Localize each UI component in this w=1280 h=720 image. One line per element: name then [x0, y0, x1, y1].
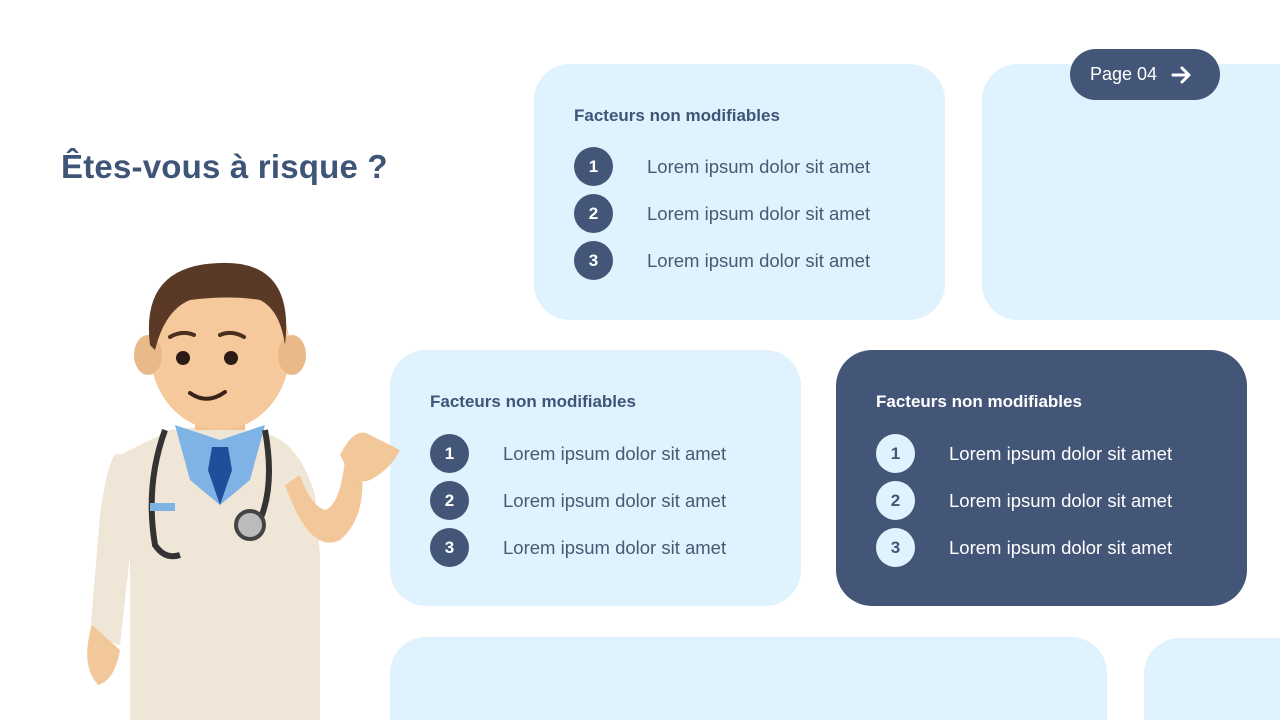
doctor-illustration: [87, 262, 400, 720]
arrow-right-icon: [1171, 66, 1191, 83]
item-text: Lorem ipsum dolor sit amet: [503, 490, 727, 511]
decorative-card-bottom-left: [390, 637, 1107, 720]
item-text: Lorem ipsum dolor sit amet: [647, 250, 871, 271]
list-item: 3 Lorem ipsum dolor sit amet: [430, 528, 770, 568]
item-text: Lorem ipsum dolor sit amet: [647, 203, 871, 224]
slide-title: Êtes-vous à risque ?: [61, 148, 388, 185]
list-item: 2 Lorem ipsum dolor sit amet: [876, 481, 1216, 521]
item-text: Lorem ipsum dolor sit amet: [647, 156, 871, 177]
item-text: Lorem ipsum dolor sit amet: [503, 537, 727, 558]
list-item: 1 Lorem ipsum dolor sit amet: [876, 434, 1216, 474]
number-badge: 2: [876, 481, 915, 520]
risk-factors-card-2: Facteurs non modifiables 1 Lorem ipsum d…: [390, 350, 801, 606]
risk-factors-card-3: Facteurs non modifiables 1 Lorem ipsum d…: [836, 350, 1247, 606]
list-item: 2 Lorem ipsum dolor sit amet: [574, 194, 914, 234]
list-item: 3 Lorem ipsum dolor sit amet: [876, 528, 1216, 568]
item-text: Lorem ipsum dolor sit amet: [503, 443, 727, 464]
number-badge: 1: [574, 147, 613, 186]
number-badge: 2: [430, 481, 469, 520]
card-title: Facteurs non modifiables: [430, 392, 636, 411]
item-text: Lorem ipsum dolor sit amet: [949, 537, 1173, 558]
number-badge: 3: [430, 528, 469, 567]
number-badge: 3: [876, 528, 915, 567]
number-badge: 1: [876, 434, 915, 473]
risk-factors-card-1: Facteurs non modifiables 1 Lorem ipsum d…: [534, 64, 945, 320]
number-badge: 1: [430, 434, 469, 473]
card-title: Facteurs non modifiables: [574, 106, 780, 125]
number-badge: 2: [574, 194, 613, 233]
list-item: 2 Lorem ipsum dolor sit amet: [430, 481, 770, 521]
decorative-card-bottom-right: [1144, 638, 1280, 720]
item-text: Lorem ipsum dolor sit amet: [949, 443, 1173, 464]
decorative-card-top-right: [982, 64, 1280, 320]
item-text: Lorem ipsum dolor sit amet: [949, 490, 1173, 511]
page-next-button[interactable]: Page 04: [1070, 49, 1220, 100]
card-title: Facteurs non modifiables: [876, 392, 1082, 411]
number-badge: 3: [574, 241, 613, 280]
list-item: 1 Lorem ipsum dolor sit amet: [574, 147, 914, 187]
page-label: Page 04: [1090, 64, 1158, 84]
list-item: 3 Lorem ipsum dolor sit amet: [574, 241, 914, 281]
list-item: 1 Lorem ipsum dolor sit amet: [430, 434, 770, 474]
